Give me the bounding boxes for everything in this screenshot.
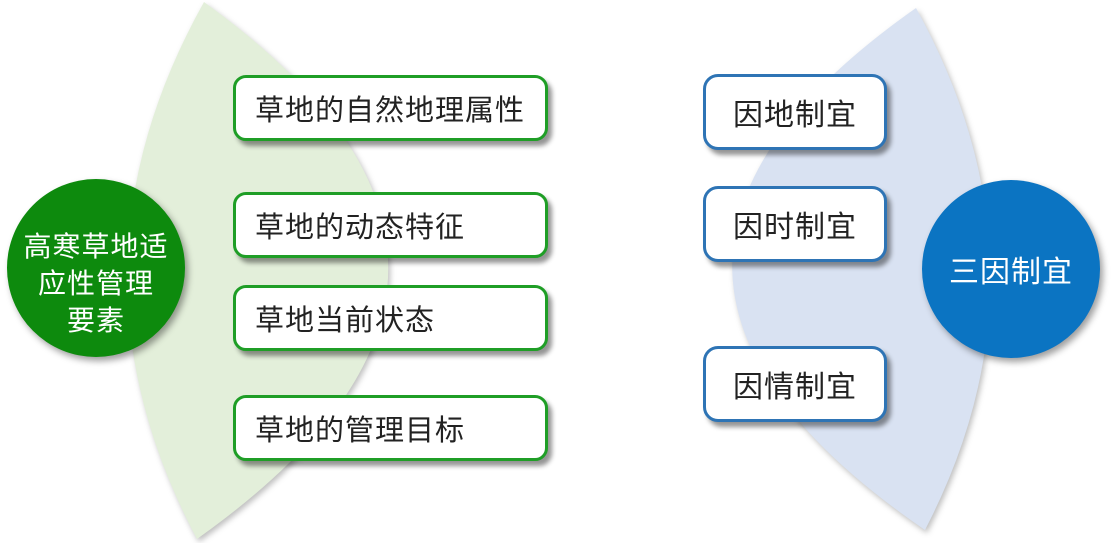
- left-hub-line-3: 要素: [66, 304, 125, 336]
- right-hub-label: 三因制宜: [949, 256, 1073, 289]
- left-item-label: 草地当前状态: [255, 305, 436, 337]
- left-hub-line-1: 高寒草地适: [23, 230, 169, 262]
- left-item-management-goals: 草地的管理目标: [233, 395, 548, 461]
- right-item-label: 因时制宜: [733, 211, 857, 244]
- right-item-label: 因情制宜: [733, 371, 857, 404]
- right-item-adapt-to-place: 因地制宜: [703, 74, 887, 150]
- right-item-adapt-to-time: 因时制宜: [703, 186, 887, 262]
- right-item-adapt-to-situation: 因情制宜: [703, 346, 887, 422]
- left-item-current-state: 草地当前状态: [233, 285, 548, 351]
- left-item-label: 草地的管理目标: [255, 415, 466, 447]
- left-hub-line-2: 应性管理: [37, 267, 154, 299]
- left-item-natural-geographic-attributes: 草地的自然地理属性: [233, 75, 548, 141]
- left-item-label: 草地的自然地理属性: [255, 95, 526, 127]
- right-item-label: 因地制宜: [733, 99, 857, 132]
- left-hub-circle: 高寒草地适 应性管理 要素: [7, 179, 185, 357]
- left-item-dynamic-characteristics: 草地的动态特征: [233, 192, 548, 258]
- left-item-label: 草地的动态特征: [255, 212, 466, 244]
- right-hub-circle: 三因制宜: [922, 180, 1100, 358]
